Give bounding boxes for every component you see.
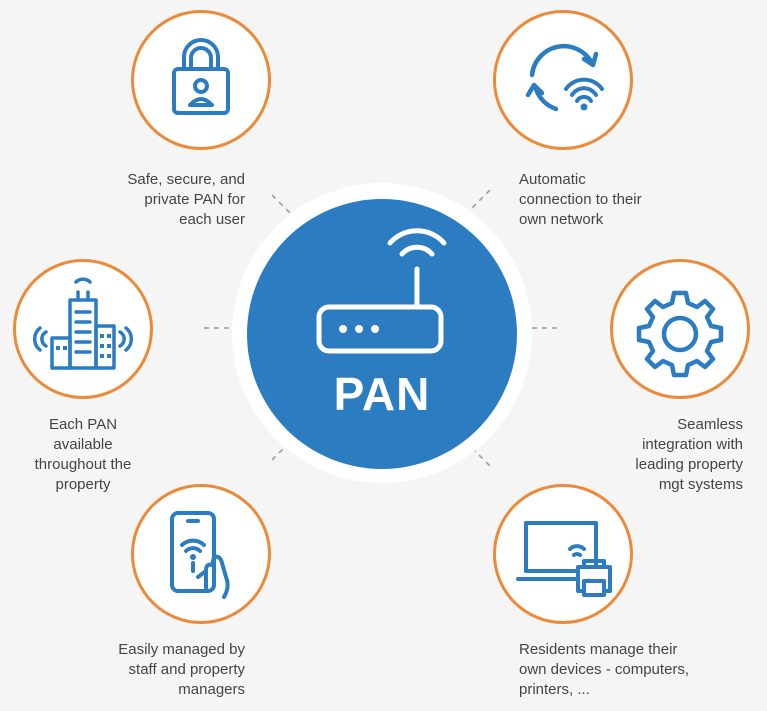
feature-integration-ring	[610, 259, 750, 399]
building-wifi-icon	[32, 277, 134, 370]
feature-coverage-ring	[13, 259, 153, 399]
sync-wifi-icon	[525, 43, 604, 112]
padlock-user-icon	[172, 38, 230, 115]
feature-connection-ring	[493, 10, 633, 150]
phone-hand-wifi-icon	[170, 511, 230, 599]
feature-devices-caption: Residents manage their own devices - com…	[519, 641, 690, 698]
feature-security-ring	[131, 10, 271, 150]
feature-security-caption: Safe, secure, and private PAN for each u…	[127, 171, 245, 228]
laptop-printer-icon	[516, 521, 612, 597]
feature-management-ring	[131, 484, 271, 624]
feature-coverage-caption: Each PAN available throughout the proper…	[34, 416, 132, 493]
router-icon	[316, 228, 447, 354]
feature-management-caption: Easily managed by staff and property man…	[118, 641, 245, 698]
feature-connection-caption: Automatic connection to their own networ…	[519, 171, 642, 228]
hub-label: PAN	[333, 368, 431, 420]
gear-icon	[636, 290, 724, 378]
pan-hub: PAN	[247, 199, 517, 469]
feature-integration-caption: Seamless integration with leading proper…	[635, 416, 743, 493]
feature-devices-ring	[493, 484, 633, 624]
